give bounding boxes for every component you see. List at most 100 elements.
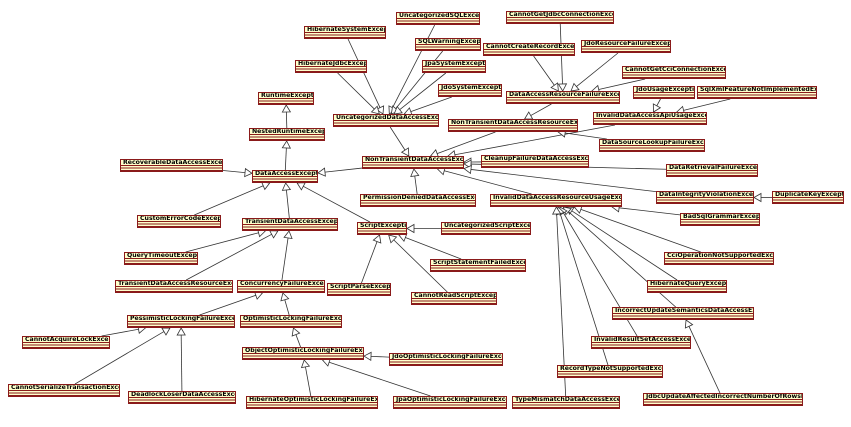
inheritance-edge <box>410 168 420 195</box>
generalization-arrowhead <box>261 181 271 191</box>
inheritance-edge <box>176 327 186 392</box>
class-box-hibernate-system-exception: HibernateSystemException <box>304 26 386 39</box>
class-name: TypeMismatchDataAccessException <box>515 396 619 403</box>
generalization-arrowhead <box>753 192 762 203</box>
class-name: RecoverableDataAccessException <box>123 159 223 166</box>
generalization-arrowhead <box>372 234 382 244</box>
inheritance-edge <box>406 223 441 234</box>
inheritance-edge <box>194 181 271 216</box>
edge-line <box>295 334 301 348</box>
class-name: CannotAcquireLockException <box>25 336 109 343</box>
member-compartment <box>491 200 621 206</box>
inheritance-edge <box>317 167 363 177</box>
generalization-arrowhead <box>652 103 662 113</box>
member-compartment <box>363 162 463 168</box>
member-compartment <box>558 371 662 377</box>
generalization-arrowhead <box>557 83 568 92</box>
class-box-optimistic-locking-failure-exception: OptimisticLockingFailureException <box>240 315 342 328</box>
inheritance-edge <box>684 319 721 394</box>
class-name: HibernateOptimisticLockingFailureExcepti… <box>249 396 377 403</box>
class-box-jdo-optimistic-locking-failure-exception: JdoOptimisticLockingFailureException <box>389 353 503 366</box>
class-box-jdbc-update-affected-incorrect-number-of-rows-exception: JdbcUpdateAffectedIncorrectNumberOfRowsE… <box>643 393 803 406</box>
class-box-uncategorized-data-access-exception: UncategorizedDataAccessException <box>333 114 439 127</box>
member-compartment <box>665 258 773 264</box>
edge-line <box>222 170 246 174</box>
class-name: ScriptStatementFailedException <box>433 259 525 266</box>
inheritance-edge <box>281 182 292 219</box>
class-name: CleanupFailureDataAccessException <box>484 155 589 162</box>
generalization-arrowhead <box>406 223 415 234</box>
class-name: SQLWarningException <box>418 38 481 45</box>
inheritance-edge <box>74 327 171 385</box>
class-name: PermissionDeniedDataAccessException <box>363 194 475 201</box>
inheritance-edge <box>363 351 390 362</box>
class-name: DataRetrievalFailureException <box>669 164 758 171</box>
class-name: JpaOptimisticLockingFailureException <box>396 396 506 403</box>
inheritance-edge <box>398 233 462 260</box>
class-name: NonTransientDataAccessException <box>365 156 464 163</box>
class-box-cannot-serialize-transaction-exception: CannotSerializeTransactionException <box>8 384 120 397</box>
generalization-arrowhead <box>410 168 420 177</box>
inheritance-edge <box>281 140 292 171</box>
member-compartment <box>125 258 197 264</box>
class-name: JdoUsageException <box>636 86 695 93</box>
inheritance-edge <box>388 234 448 293</box>
generalization-arrowhead <box>176 327 186 336</box>
generalization-arrowhead <box>281 140 292 149</box>
class-name: OptimisticLockingFailureException <box>243 315 342 322</box>
class-box-cleanup-failure-data-access-exception: CleanupFailureDataAccessException <box>481 155 589 168</box>
member-compartment <box>129 397 235 403</box>
edge-line <box>533 55 555 86</box>
edge-line <box>74 331 165 385</box>
inheritance-edge <box>557 23 568 92</box>
class-name: QueryTimeoutException <box>127 252 198 259</box>
inheritance-edge <box>199 291 264 316</box>
class-box-bad-sql-grammar-exception: BadSqlGrammarException <box>680 213 760 226</box>
inheritance-edge <box>565 206 678 281</box>
edge-line <box>305 366 312 397</box>
class-name: ScriptException <box>360 222 407 229</box>
class-name: UncategorizedScriptException <box>444 222 531 229</box>
class-box-data-access-resource-failure-exception: DataAccessResourceFailureException <box>506 91 620 104</box>
class-name: BadSqlGrammarException <box>683 213 760 220</box>
member-compartment <box>9 390 119 396</box>
edge-line <box>393 239 448 293</box>
generalization-arrowhead <box>570 82 580 92</box>
member-compartment <box>623 72 725 78</box>
class-box-cannot-get-cci-connection-exception: CannotGetCciConnectionException <box>622 66 726 79</box>
member-compartment <box>484 49 574 55</box>
member-compartment <box>259 98 313 104</box>
generalization-arrowhead <box>388 234 398 244</box>
class-name: DataAccessException <box>255 170 318 177</box>
member-compartment <box>592 342 690 348</box>
class-name: JdoOptimisticLockingFailureException <box>392 353 502 360</box>
member-compartment <box>328 289 390 295</box>
member-compartment <box>358 228 406 234</box>
generalization-arrowhead <box>550 82 559 92</box>
member-compartment <box>250 134 324 140</box>
class-box-data-access-exception: DataAccessException <box>252 170 318 183</box>
class-box-runtime-exception: RuntimeException <box>258 92 314 105</box>
generalization-arrowhead <box>393 105 403 115</box>
inheritance-edge <box>361 234 382 284</box>
member-compartment <box>412 298 496 304</box>
member-compartment <box>128 321 234 327</box>
class-box-type-mismatch-data-access-exception: TypeMismatchDataAccessException <box>512 396 620 409</box>
member-compartment <box>507 97 619 103</box>
class-box-jpa-optimistic-locking-failure-exception: JpaOptimisticLockingFailureException <box>393 396 507 409</box>
generalization-arrowhead <box>161 327 171 336</box>
edge-line <box>565 132 607 140</box>
class-box-cannot-get-jdbc-connection-exception: CannotGetJdbcConnectionException <box>506 11 614 24</box>
edge-line <box>303 185 371 223</box>
member-compartment <box>296 66 366 72</box>
inheritance-edge <box>533 55 559 92</box>
class-box-transient-data-access-exception: TransientDataAccessException <box>242 218 338 231</box>
class-box-jdo-usage-exception: JdoUsageException <box>633 86 695 99</box>
member-compartment <box>667 170 757 176</box>
generalization-arrowhead <box>281 182 292 191</box>
edge-line <box>180 334 183 392</box>
class-box-jdo-resource-failure-exception: JdoResourceFailureException <box>581 40 671 53</box>
edge-line <box>656 98 661 107</box>
class-name: ScriptParseException <box>330 283 391 290</box>
